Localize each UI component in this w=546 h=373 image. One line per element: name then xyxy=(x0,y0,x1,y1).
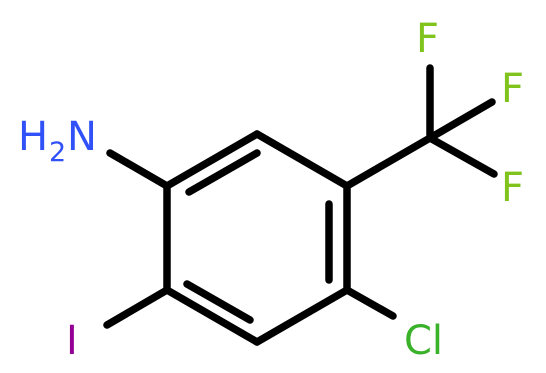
atom-labels: H 2 N I Cl F F F xyxy=(18,16,524,364)
bond-c4-c5 xyxy=(253,286,351,346)
chlorine-label: Cl xyxy=(404,318,443,364)
fluorine-top-label: F xyxy=(416,16,439,62)
bond-c-f-middle xyxy=(426,98,496,142)
bond-c2-c3 xyxy=(253,130,351,190)
fluorine-middle-label: F xyxy=(501,66,524,112)
bond-c1-c2 xyxy=(163,130,261,190)
bond-c-f-bottom xyxy=(426,134,498,178)
double-bond-inner-c1-c2 xyxy=(185,149,261,196)
iodine-label: I xyxy=(66,318,78,364)
bond-c3-ccf3 xyxy=(343,134,434,190)
bond-c5-c6 xyxy=(163,286,261,346)
bond-c1-n xyxy=(106,149,171,190)
bonds xyxy=(103,64,498,346)
amine-hydrogen-label: H xyxy=(18,114,48,160)
double-bond-inner-c5-c6 xyxy=(183,280,254,324)
bond-c6-i xyxy=(103,286,171,329)
amine-hydrogen-count-label: 2 xyxy=(49,137,66,168)
fluorine-bottom-label: F xyxy=(501,165,524,211)
bond-c4-cl xyxy=(343,286,397,320)
amine-nitrogen-label: N xyxy=(67,114,97,160)
